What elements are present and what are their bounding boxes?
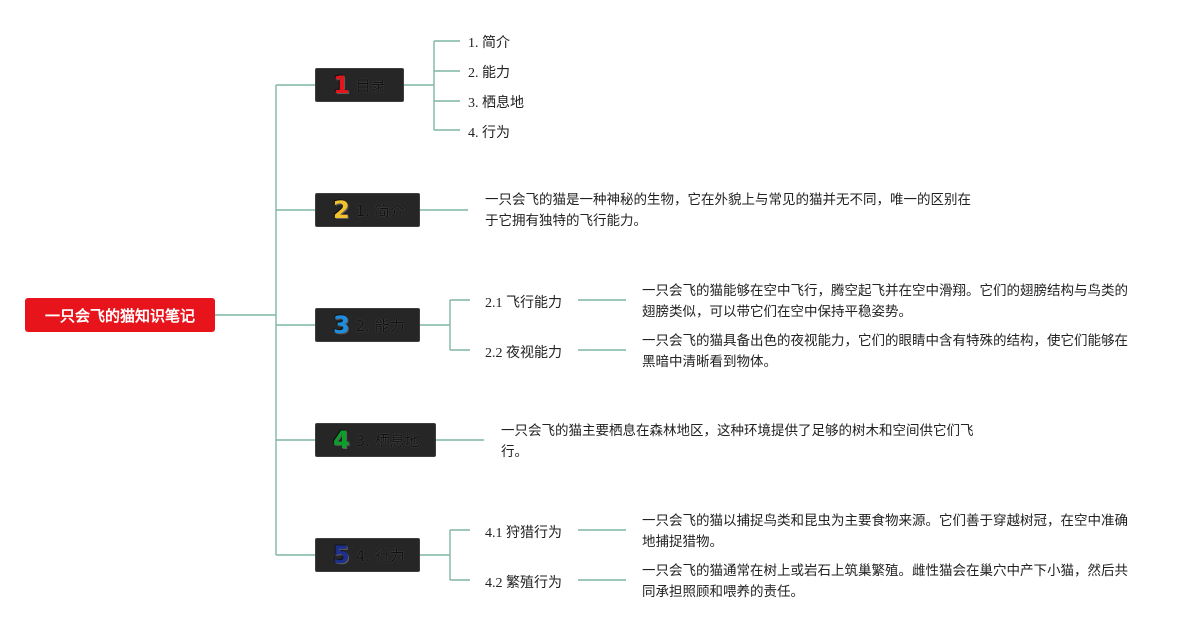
branch-label: 2. 能力 [355, 316, 405, 335]
number-4-icon: 4 [333, 426, 350, 454]
root-node[interactable]: 一只会飞的猫知识笔记 [25, 298, 215, 332]
root-label: 一只会飞的猫知识笔记 [44, 306, 195, 325]
intro-description: 一只会飞的猫是一种神秘的生物，它在外貌上与常见的猫并无不同，唯一的区别在于它拥有… [485, 192, 971, 229]
branch-node-intro[interactable]: 2 1. 简介 [315, 193, 420, 227]
branch-node-abilities[interactable]: 3 2. 能力 [315, 308, 420, 342]
branch-node-toc[interactable]: 1 目录 [315, 68, 404, 102]
branch-label: 4. 行为 [355, 546, 405, 565]
toc-item[interactable]: 2. 能力 [468, 66, 510, 81]
sub-topic-breeding[interactable]: 4.2 繁殖行为 [485, 576, 562, 591]
branch-label: 目录 [355, 76, 386, 95]
number-5-icon: 5 [333, 541, 350, 569]
sub-topic-night-vision[interactable]: 2.2 夜视能力 [485, 346, 562, 361]
branch-node-behavior[interactable]: 5 4. 行为 [315, 538, 420, 572]
toc-item[interactable]: 3. 栖息地 [468, 96, 524, 111]
habitat-description: 一只会飞的猫主要栖息在森林地区，这种环境提供了足够的树木和空间供它们飞行。 [501, 423, 974, 460]
number-3-icon: 3 [333, 311, 350, 339]
toc-item[interactable]: 4. 行为 [468, 126, 510, 141]
flight-description: 一只会飞的猫能够在空中飞行，腾空起飞并在空中滑翔。它们的翅膀结构与鸟类的翅膀类似… [642, 283, 1128, 320]
sub-topic-hunting[interactable]: 4.1 狩猎行为 [485, 526, 562, 541]
sub-topic-flight[interactable]: 2.1 飞行能力 [485, 296, 562, 311]
number-1-icon: 1 [333, 71, 350, 99]
breeding-description: 一只会飞的猫通常在树上或岩石上筑巢繁殖。雌性猫会在巢穴中产下小猫，然后共同承担照… [642, 563, 1128, 600]
branch-label: 1. 简介 [355, 201, 405, 220]
branch-label: 3. 栖息地 [355, 431, 420, 450]
hunting-description: 一只会飞的猫以捕捉鸟类和昆虫为主要食物来源。它们善于穿越树冠，在空中准确地捕捉猎… [642, 513, 1128, 550]
number-2-icon: 2 [333, 196, 350, 224]
branch-node-habitat[interactable]: 4 3. 栖息地 [315, 423, 436, 457]
toc-item[interactable]: 1. 简介 [468, 36, 510, 51]
night-vision-description: 一只会飞的猫具备出色的夜视能力，它们的眼睛中含有特殊的结构，使它们能够在黑暗中清… [642, 333, 1128, 370]
